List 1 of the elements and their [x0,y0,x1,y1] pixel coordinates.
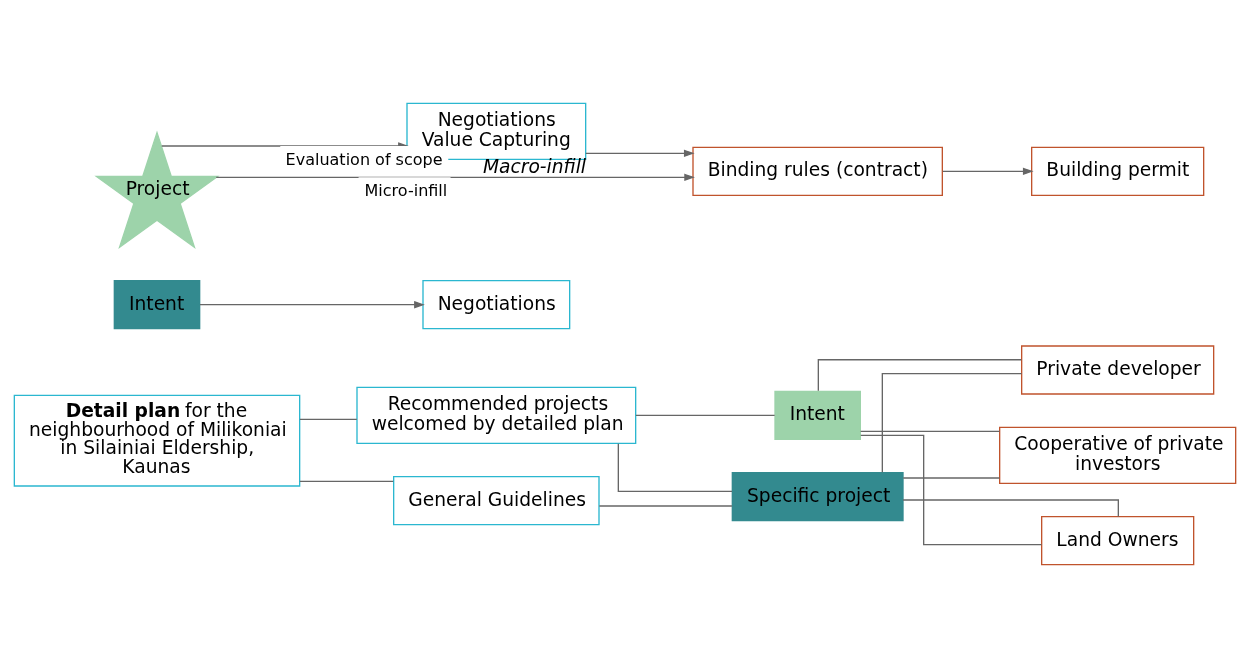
edge-label: Micro-infill [364,181,448,201]
